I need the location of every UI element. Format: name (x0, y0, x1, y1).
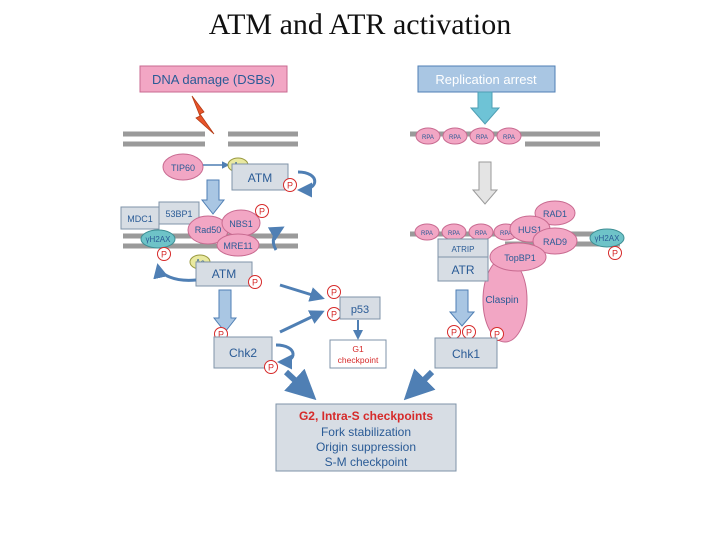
outcome-line-3: S-M checkpoint (325, 455, 408, 469)
diagram-label: P (331, 310, 337, 320)
chk2-autophos-arrow (275, 343, 295, 370)
chk1-label: Chk1 (452, 347, 480, 361)
diagram-label: RPA (475, 231, 487, 237)
topbp1-node (489, 242, 547, 272)
h2ax-left-label: γH2AX (146, 235, 172, 244)
atr-recruit-arrow (471, 161, 499, 205)
p53-label: p53 (351, 304, 369, 316)
mrn-feedback-arrow (267, 226, 285, 251)
diagram-label: P (287, 181, 293, 191)
rad1-node (534, 200, 576, 226)
g1-checkpoint-label: checkpoint (338, 355, 379, 365)
outcome-box (275, 403, 457, 472)
outcome-line-1: Fork stabilization (321, 425, 411, 439)
phospho-h2ax-right (608, 246, 622, 260)
diagram-label: P (252, 278, 258, 288)
mre11-node (216, 233, 260, 257)
diagram-label: P (268, 363, 274, 373)
atm-bottom-label: ATM (212, 267, 236, 281)
chk2-label: Chk2 (229, 346, 257, 360)
atr-label: ATR (451, 263, 474, 277)
diagram-label: RPA (503, 135, 515, 141)
diagram-label: RPA (448, 231, 460, 237)
diagram-label: P (218, 330, 224, 340)
lightning-icon (191, 95, 215, 135)
h2ax-right-node (589, 228, 625, 248)
diagram-label: P (494, 330, 500, 340)
chk2-box (213, 336, 273, 369)
replication-down-arrow (469, 91, 501, 125)
diagram-label: RPA (500, 231, 512, 237)
rad9-label: RAD9 (543, 237, 567, 247)
atrip-label: ATRIP (452, 245, 475, 254)
rad50-label: Rad50 (195, 225, 222, 235)
atm-top-label: ATM (248, 171, 272, 185)
dsb-header-label: DNA damage (DSBs) (152, 72, 275, 87)
chk2-to-outcome-arrow (283, 368, 317, 401)
bp53-box (158, 201, 200, 225)
h2ax-right-label: γH2AX (595, 234, 621, 243)
replication-header: Replication arrest (417, 65, 556, 93)
hus1-label: HUS1 (518, 225, 542, 235)
rpa-row-bottom: RPA RPA RPA RPA (414, 223, 519, 241)
mdc1-label: MDC1 (127, 214, 153, 224)
h2ax-phos-arrow (153, 263, 197, 282)
phospho-nbs1 (255, 204, 269, 218)
nbs1-label: NBS1 (229, 219, 253, 229)
phospho-atm-bottom (248, 275, 262, 289)
outcome-line-2: Origin suppression (316, 440, 416, 454)
diagram-label: P (161, 250, 167, 260)
g1-label: G1 (352, 344, 364, 354)
replication-header-label: Replication arrest (435, 72, 537, 87)
atm-recruit-arrow (200, 179, 226, 215)
phospho-atm-top (283, 178, 297, 192)
slide-title: ATM and ATR activation (208, 8, 512, 41)
dsb-header: DNA damage (DSBs) (139, 65, 288, 93)
diagram-label: P (331, 288, 337, 298)
diagram-label: RPA (422, 135, 434, 141)
atm-bottom-box (195, 261, 253, 287)
phospho-p53-a (327, 285, 341, 299)
diagram-label: P (451, 328, 457, 338)
diagram-label: P (466, 328, 472, 338)
mre11-label: MRE11 (223, 241, 252, 251)
rad1-label: RAD1 (543, 209, 567, 219)
topbp1-label: TopBP1 (504, 253, 536, 263)
diagram-label: RPA (476, 135, 488, 141)
chk2-to-p53-arrow (279, 310, 325, 334)
chk1-to-outcome-arrow (403, 368, 436, 401)
p53-box (339, 296, 381, 320)
tip60-node (162, 153, 204, 181)
phospho-h2ax-left (157, 247, 171, 261)
g1-checkpoint-box (329, 339, 387, 369)
outcome-title: G2, Intra-S checkpoints (299, 409, 433, 423)
atm-top-box (231, 163, 289, 191)
diagram-label: P (612, 249, 618, 259)
tip60-label: TIP60 (171, 163, 195, 173)
claspin-label: Claspin (485, 295, 518, 306)
bp53-label: 53BP1 (165, 209, 192, 219)
rad9-node (532, 227, 578, 255)
rpa-row-top: RPA RPA RPA RPA (415, 127, 522, 145)
atr-box (437, 256, 489, 282)
h2ax-left-node (140, 229, 176, 249)
chk1-box (434, 337, 498, 369)
dsb-dna-strand (123, 131, 298, 147)
atm-to-p53-arrow (279, 283, 325, 302)
chk2-activation-arrow (212, 289, 238, 333)
diagram-label: RPA (421, 231, 433, 237)
autophos-arrow-top (297, 170, 317, 198)
diagram-label: RPA (449, 135, 461, 141)
diagram-label: P (259, 207, 265, 217)
chk1-activation-arrow (448, 289, 476, 327)
